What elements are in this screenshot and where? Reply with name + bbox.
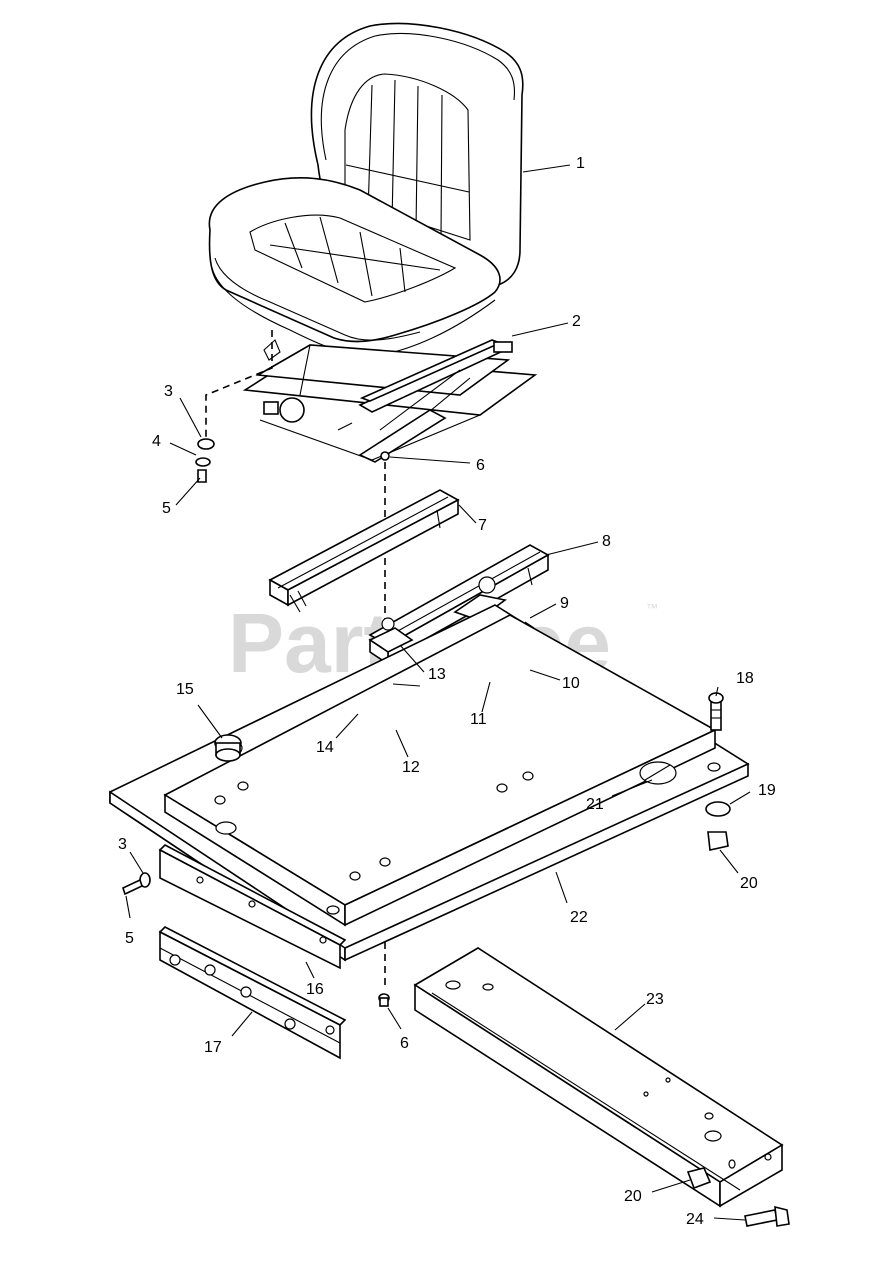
hinge-17[interactable] [158,926,347,1060]
callout-20: 20 [740,875,758,892]
callout-3: 3 [164,383,173,400]
bolt-24[interactable] [744,1205,790,1227]
latch-bracket-9[interactable] [453,576,535,629]
callout-6-lower: 6 [400,1035,409,1052]
callout-22: 22 [570,909,588,926]
callout-19: 19 [758,782,776,799]
watermark-trademark: ™ [646,601,658,615]
washer-19[interactable] [705,801,731,817]
callout-6: 6 [476,457,485,474]
bolt-18[interactable] [708,692,724,731]
callout-8: 8 [602,533,611,550]
callout-4: 4 [152,433,161,450]
callout-1: 1 [576,155,585,172]
callout-7: 7 [478,517,487,534]
strip-16[interactable] [158,844,347,970]
callout-13: 13 [428,666,446,683]
seat-suspension[interactable] [242,339,538,463]
hardware-upper-left[interactable] [195,438,215,483]
callout-16: 16 [306,981,324,998]
callout-5-lower: 5 [125,930,134,947]
nut-6-upper[interactable] [380,451,390,461]
callout-5: 5 [162,500,171,517]
callout-10: 10 [562,675,580,692]
callout-21: 21 [586,796,604,813]
grommet-15[interactable] [214,734,242,762]
seat[interactable] [208,22,524,357]
callout-labels: 1 2 3 4 5 6 7 8 9 13 10 11 12 14 15 18 1… [118,155,776,1228]
nut-20-lower[interactable] [686,1167,712,1190]
callout-20-lower: 20 [624,1188,642,1205]
callout-9: 9 [560,595,569,612]
leader-lines [125,164,751,1221]
callout-3-lower: 3 [118,836,127,853]
callout-24: 24 [686,1211,704,1228]
slide-rail-left[interactable] [268,489,460,613]
hardware-lower-left[interactable] [122,872,151,896]
nut-20-upper[interactable] [707,831,729,851]
callout-11: 11 [470,711,487,728]
callout-17: 17 [204,1039,222,1056]
callout-18: 18 [736,670,754,687]
nut-6-lower[interactable] [378,993,390,1007]
callout-23: 23 [646,991,664,1008]
base-plate[interactable] [109,604,750,962]
callout-15: 15 [176,681,194,698]
callout-12: 12 [402,759,420,776]
fastener-path-upper [205,330,273,440]
callout-14: 14 [316,739,334,756]
frame-23[interactable] [413,947,784,1208]
callout-2: 2 [572,313,581,330]
